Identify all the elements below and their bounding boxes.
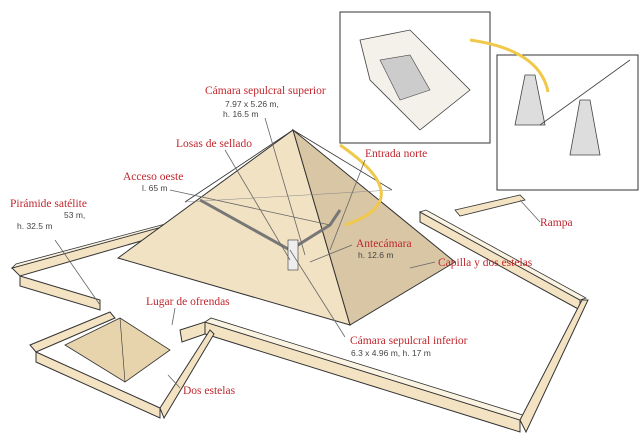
enclosure-wall: [10, 209, 589, 434]
leader-lines: [54, 117, 541, 389]
label-upper-chamber-height: h. 16.5 m: [223, 109, 258, 119]
label-upper-chamber: Cámara sepulcral superior: [205, 85, 326, 97]
satellite-enclosure: [29, 311, 215, 420]
arrow-to-inset-1: [339, 143, 383, 227]
label-satellite-height: h. 32.5 m: [17, 221, 52, 231]
label-lower-chamber: Cámara sepulcral inferior: [350, 335, 468, 347]
label-two-stelae: Dos estelas: [183, 385, 236, 397]
label-sealing-slabs: Losas de sellado: [176, 138, 252, 150]
label-west-access: Acceso oeste: [123, 171, 183, 183]
label-lower-chamber-dims: 6.3 x 4.96 m, h. 17 m: [351, 348, 431, 358]
label-antechamber: Antecámara: [356, 238, 412, 250]
label-ramp: Rampa: [540, 217, 573, 229]
inset-detail-2: [496, 54, 639, 191]
label-satellite-pyramid: Pirámide satélite: [10, 198, 87, 210]
label-chapel: Capilla y dos estelas: [438, 257, 533, 269]
satellite-pyramid: [64, 317, 171, 383]
label-upper-chamber-dims: 7.97 x 5.26 m,: [225, 99, 279, 109]
inset-detail-1: [339, 11, 491, 144]
label-satellite-base: 53 m,: [64, 210, 85, 220]
label-offering-place: Lugar de ofrendas: [146, 296, 230, 308]
arrow-inset-1-to-2: [469, 38, 550, 93]
ramp: [454, 194, 526, 217]
label-west-access-length: l. 65 m: [142, 183, 168, 193]
main-pyramid: [116, 128, 456, 326]
label-antechamber-height: h. 12.6 m: [358, 250, 393, 260]
label-north-entrance: Entrada norte: [365, 148, 427, 160]
